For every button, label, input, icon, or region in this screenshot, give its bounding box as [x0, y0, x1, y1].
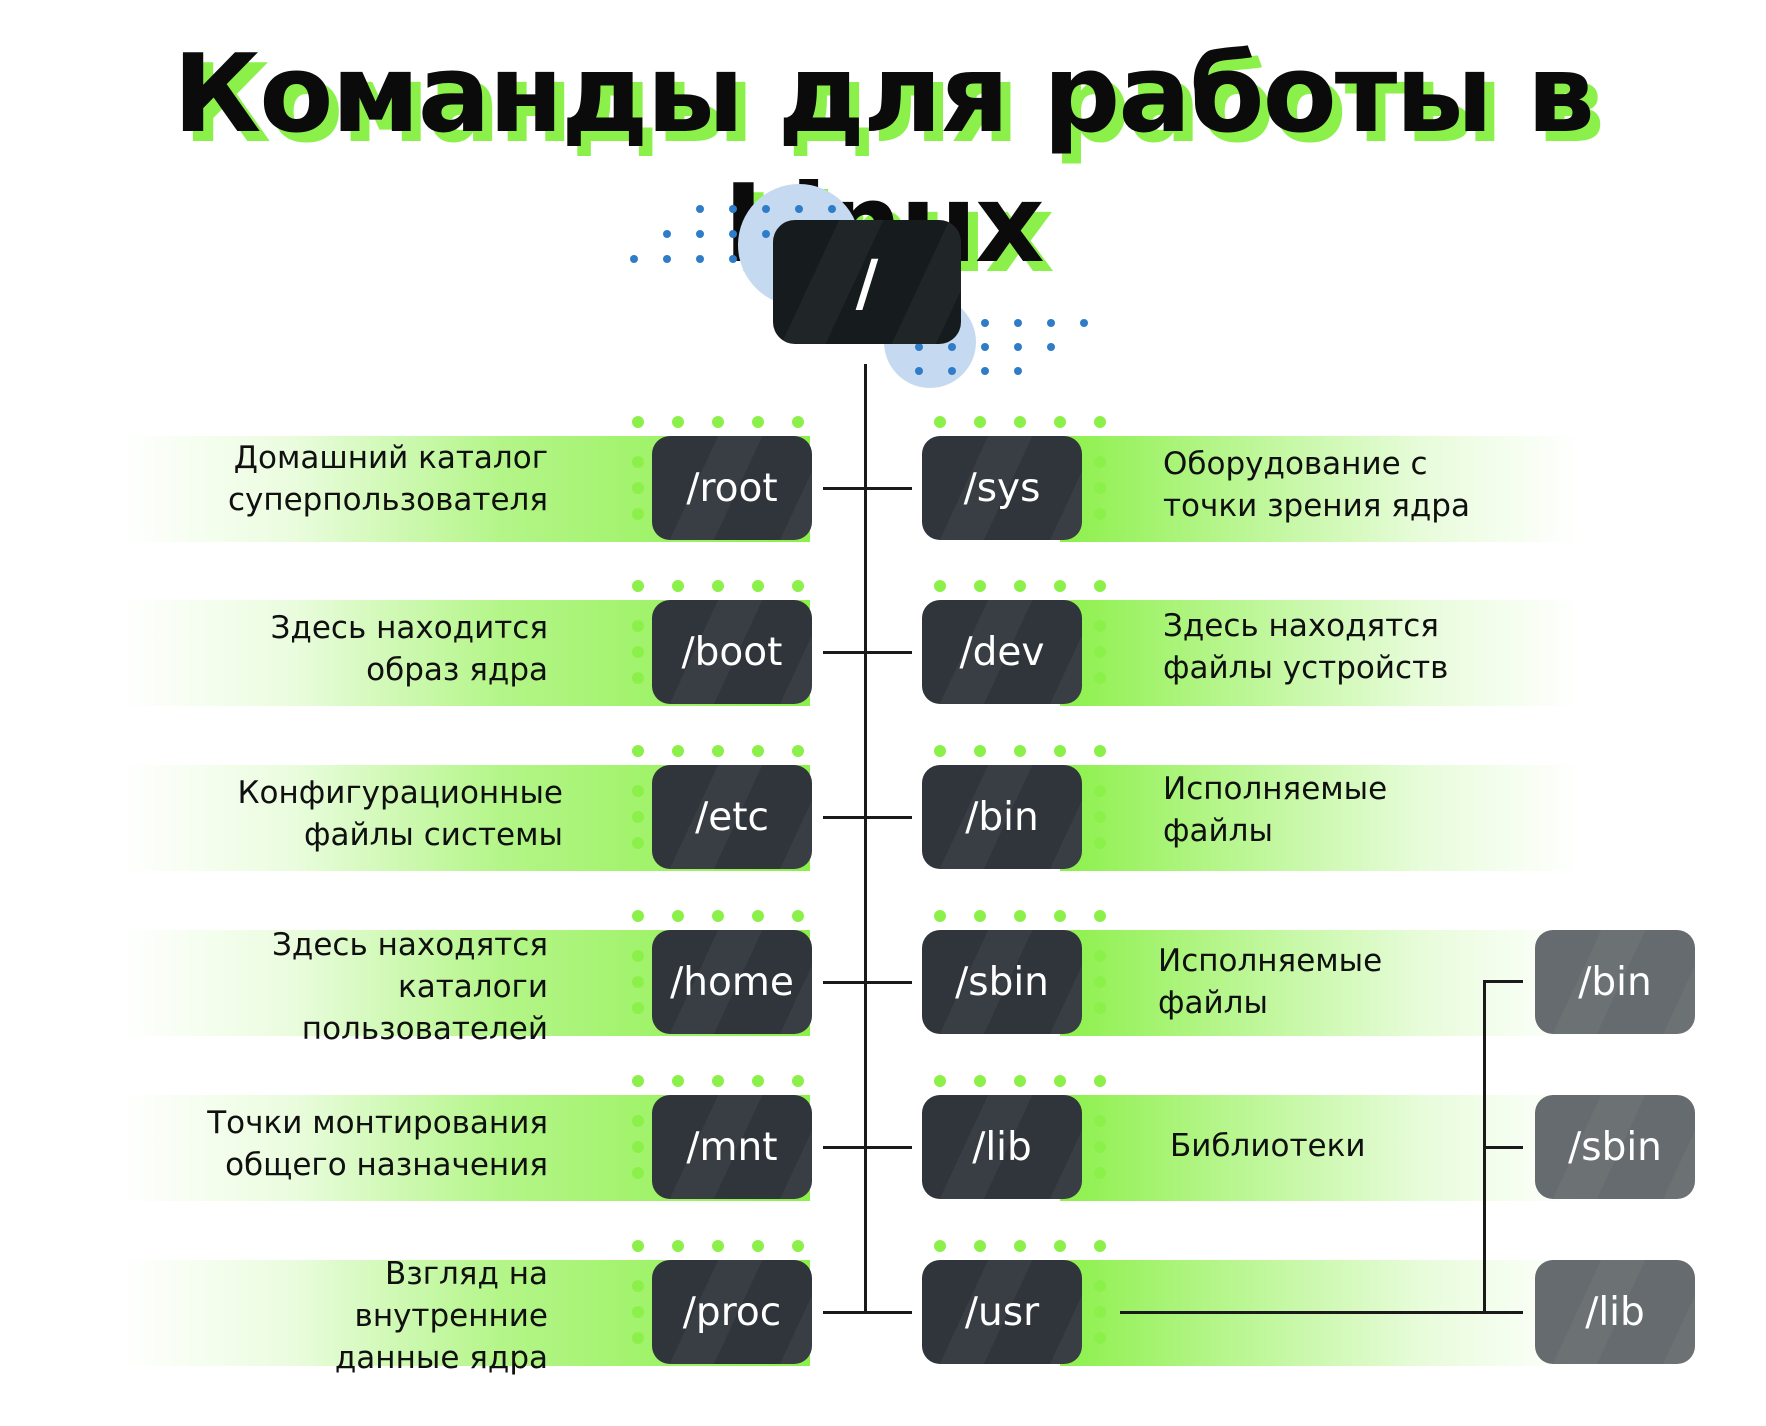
dir-node-bin: /bin [922, 765, 1082, 869]
row-band-right [1060, 765, 1580, 871]
dir-node-dev: /dev [922, 600, 1082, 704]
usr-child-bin-node: /bin [1535, 930, 1695, 1034]
dir-node-mnt: /mnt [652, 1095, 812, 1199]
dir-label: /mnt [686, 1124, 778, 1170]
connector-left [823, 651, 865, 654]
dir-node-lib: /lib [922, 1095, 1082, 1199]
root-dir-label: / [855, 245, 879, 319]
connector-left [823, 1146, 865, 1149]
dir-label: /dev [959, 629, 1045, 675]
dir-label: /sbin [955, 959, 1049, 1005]
dir-node-usr: /usr [922, 1260, 1082, 1364]
connector-right [865, 487, 912, 490]
root-dir-node: / [773, 220, 961, 344]
dir-node-proc: /proc [652, 1260, 812, 1364]
dir-label: /lib [972, 1124, 1032, 1170]
connector-left [823, 1311, 865, 1314]
dir-node-root: /root [652, 436, 812, 540]
connector-right [865, 1146, 912, 1149]
connector-left [823, 487, 865, 490]
dir-label: /boot [681, 629, 783, 675]
dir-label: /etc [695, 794, 769, 840]
dir-label: /proc [682, 1289, 782, 1335]
dir-label: /home [670, 959, 794, 1005]
row-band-right [1060, 436, 1580, 542]
tree-trunk-line [864, 364, 867, 1314]
dir-label: /lib [1585, 1289, 1645, 1335]
dir-label: /usr [964, 1289, 1040, 1335]
dir-label: /sys [963, 465, 1041, 511]
usr-child-lib-node: /lib [1535, 1260, 1695, 1364]
connector-right [865, 1311, 912, 1314]
dir-label: /sbin [1568, 1124, 1662, 1170]
usr-child-connector [1483, 1146, 1523, 1149]
dir-label: /root [686, 465, 778, 511]
row-band-right [1060, 930, 1580, 1036]
connector-right [865, 816, 912, 819]
row-band-right [1060, 600, 1580, 706]
connector-right [865, 651, 912, 654]
dir-label: /bin [1578, 959, 1652, 1005]
connector-left [823, 816, 865, 819]
connector-left [823, 981, 865, 984]
usr-child-connector [1483, 1311, 1523, 1314]
usr-child-sbin-node: /sbin [1535, 1095, 1695, 1199]
dir-node-sbin: /sbin [922, 930, 1082, 1034]
dir-node-etc: /etc [652, 765, 812, 869]
usr-child-connector [1483, 980, 1523, 983]
dir-node-sys: /sys [922, 436, 1082, 540]
usr-connector-horizontal [1120, 1311, 1486, 1314]
dir-node-boot: /boot [652, 600, 812, 704]
connector-right [865, 981, 912, 984]
dir-label: /bin [965, 794, 1039, 840]
desc-lib: Библиотеки [1170, 1128, 1366, 1164]
dir-node-home: /home [652, 930, 812, 1034]
